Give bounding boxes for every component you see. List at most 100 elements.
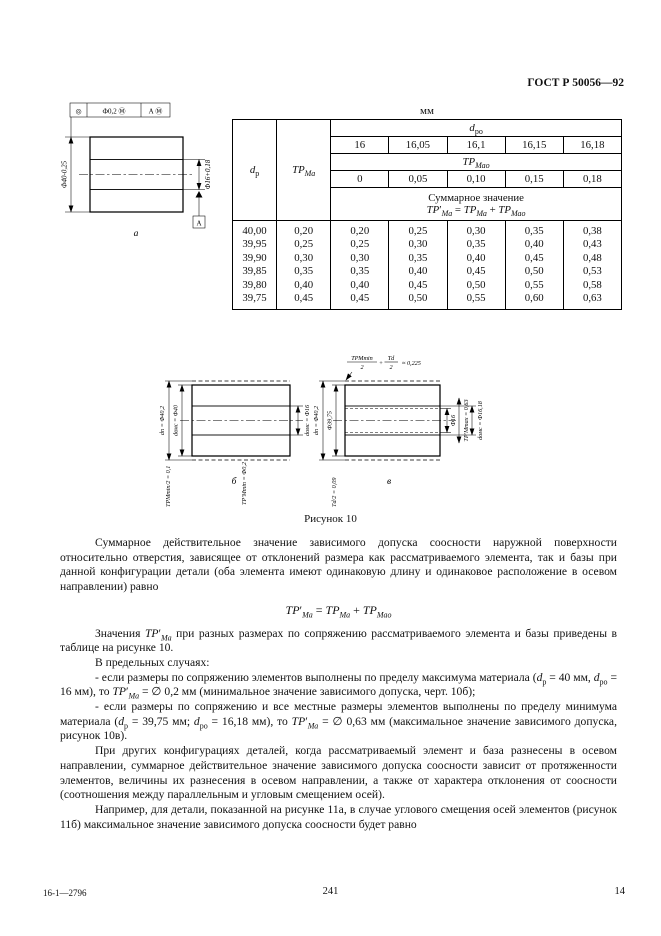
table-cell: 0,63 <box>562 291 623 310</box>
subfigure-a-caption: а <box>134 229 139 239</box>
body-text: Суммарное действительное значение зависи… <box>60 536 617 832</box>
formula-denominator-2: 2 <box>389 364 392 371</box>
sum-label: Суммарное значение <box>428 191 524 204</box>
table-cell: 0,50 <box>504 264 564 278</box>
figure-10a-drawing: ◎ Ф0,2 Ⓜ А Ⓜ Ф40-0,25 Ф16+0,18 А <box>61 102 212 239</box>
page-number-center: 241 <box>322 886 339 897</box>
formula-numerator-1: ТРМmin <box>351 355 373 362</box>
tpmao-value: 0,18 <box>562 170 623 188</box>
tpmax-label: ТР′Мmax = 0,63 <box>463 399 470 441</box>
table-cell: 0,35 <box>330 264 390 278</box>
header-dp: dр <box>231 119 278 221</box>
shaft-diameter-dimension <box>178 384 192 457</box>
page-number-right: 14 <box>614 886 626 897</box>
hole-lmc-dimension <box>440 405 476 436</box>
figure-10v: ТРМmin 2 + Td 2 ≈ 0,225 <box>313 355 484 507</box>
subfigure-v-caption: в <box>387 477 391 487</box>
table-cell: 0,40 <box>504 237 564 251</box>
hole-diameter-dimension <box>183 159 205 190</box>
edition-signature: 16-1—2796 <box>43 888 87 898</box>
paragraph-5: - если размеры по сопряжению и все местн… <box>60 700 617 743</box>
hole-mmc-label: Ф16 <box>450 414 457 426</box>
boundary-diameter-label: dп = Ф40,2 <box>159 406 166 435</box>
table-cell: 0,40 <box>276 278 332 292</box>
table-cell: 0,40 <box>330 278 390 292</box>
table-cell: 0,30 <box>388 237 448 251</box>
outer-diameter-label: Ф40-0,25 <box>61 160 69 188</box>
tpmao-value: 0,10 <box>446 170 506 188</box>
hole-mmc-dimension <box>440 408 451 433</box>
table-cell: 39,80 <box>231 278 278 292</box>
header-sum: Суммарное значение ТР′Ма = ТРМа + ТРМао <box>330 187 622 221</box>
paragraph-7: Например, для детали, показанной на рису… <box>60 802 617 831</box>
datum-letter: А <box>196 220 201 228</box>
table-cell: 0,40 <box>388 264 448 278</box>
dpo-value: 16,1 <box>446 136 506 154</box>
dpo-value: 16,05 <box>388 136 448 154</box>
hole-lmc-label: dомс = Ф16,18 <box>477 400 484 440</box>
dpo-value: 16,18 <box>562 136 623 154</box>
table-cell: 0,50 <box>388 291 448 310</box>
header-tpma: ТРМа <box>276 119 332 221</box>
table-cell: 0,25 <box>388 220 448 238</box>
table-cell: 0,50 <box>446 278 506 292</box>
shaft-lmc-label: Ф39,75 <box>327 411 334 430</box>
table-cell: 0,35 <box>276 264 332 278</box>
table-cell: 0,40 <box>446 251 506 265</box>
paragraph-2: Значения ТР′Ма при разных размерах по со… <box>60 626 617 655</box>
tp-min-label: ТР′Мmin = Ф0,2 <box>241 462 248 505</box>
table-cell: 0,38 <box>562 220 623 238</box>
table-cell: 0,20 <box>330 220 390 238</box>
table-cell: 39,75 <box>231 291 278 310</box>
tpmao-value: 0,15 <box>504 170 564 188</box>
td-half-label: Td/2 = 0,09 <box>331 478 338 507</box>
header-tpmao: ТРМао <box>330 153 622 171</box>
tp-half-label: ТРМmin/2 = 0,1 <box>165 466 172 507</box>
standard-number: ГОСТ Р 50056—92 <box>527 77 624 89</box>
outer-diameter-dimension <box>65 117 90 213</box>
paragraph-1: Суммарное действительное значение зависи… <box>60 536 617 594</box>
formula-denominator-1: 2 <box>360 364 363 371</box>
tolerance-table: dр ТРМа dро 16 16,05 16,1 16,15 16,18 ТР… <box>231 119 623 310</box>
paragraph-3: В предельных случаях: <box>95 655 210 669</box>
dpo-value: 16 <box>330 136 390 154</box>
sum-formula: ТР′Ма = ТРМа + ТРМао <box>426 204 526 219</box>
table-cell: 0,43 <box>562 237 623 251</box>
hole-diameter-dimension <box>290 405 303 436</box>
table-cell: 0,30 <box>276 251 332 265</box>
formula-numerator-2: Td <box>388 355 395 362</box>
table-cell: 0,60 <box>504 291 564 310</box>
tolerance-table-block: мм dр ТРМа dро 16 16,05 16,1 16,15 16,18 <box>231 105 623 310</box>
figure-caption: Рисунок 10 <box>304 513 357 525</box>
table-cell: 39,85 <box>231 264 278 278</box>
hole-diameter-label: Ф16+0,18 <box>204 159 212 189</box>
table-cell: 0,30 <box>446 220 506 238</box>
top-formula: ТРМmin 2 + Td 2 ≈ 0,225 <box>345 355 421 381</box>
tpmao-value: 0,05 <box>388 170 448 188</box>
boundary-diameter-dimension <box>165 380 192 461</box>
table-cell: 0,45 <box>446 264 506 278</box>
figure-10bv-drawing: dп = Ф40,2 dвмс = Ф40 dомс = Ф16 ТРМmin/… <box>159 355 484 507</box>
tpmao-value: 0 <box>330 170 390 188</box>
table-cell: 0,35 <box>388 251 448 265</box>
table-cell: 0,35 <box>446 237 506 251</box>
table-cell: 39,90 <box>231 251 278 265</box>
table-cell: 0,53 <box>562 264 623 278</box>
shaft-mmc-label: dвмс = Ф40 <box>173 404 180 436</box>
boundary-diameter-label: dп = Ф40,2 <box>313 406 320 435</box>
table-cell: 0,35 <box>504 220 564 238</box>
paragraph-4: - если размеры по сопряжению элементов в… <box>60 670 617 701</box>
concentricity-icon: ◎ <box>75 108 81 116</box>
table-cell: 0,30 <box>330 251 390 265</box>
formula-tpma: ТР′Ма = ТРМа + ТРМао <box>285 602 392 620</box>
hole-mmc-label: dомс = Ф16 <box>304 404 311 436</box>
subfigure-b-caption: б <box>232 476 238 487</box>
formula-result: ≈ 0,225 <box>402 360 421 367</box>
table-cell: 0,55 <box>504 278 564 292</box>
fcf-datum-reference: А Ⓜ <box>149 108 163 116</box>
fcf-tolerance-value: Ф0,2 Ⓜ <box>102 108 125 116</box>
table-cell: 39,95 <box>231 237 278 251</box>
dpo-value: 16,15 <box>504 136 564 154</box>
shaft-lmc-dimension <box>332 384 345 457</box>
